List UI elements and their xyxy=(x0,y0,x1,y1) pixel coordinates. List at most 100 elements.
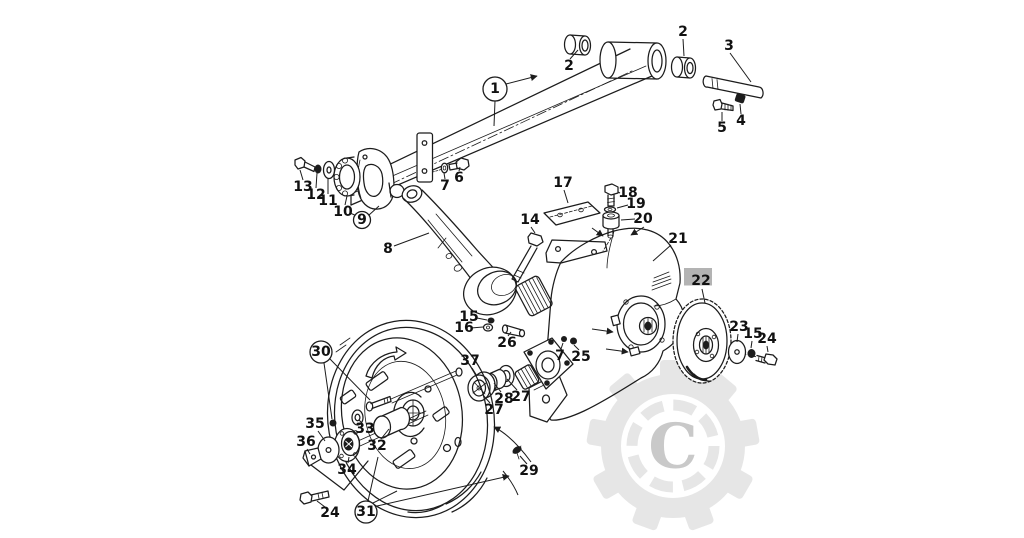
callout-25: 25 xyxy=(571,344,591,365)
callout-12: 12 xyxy=(306,172,326,203)
callout-30: 30 xyxy=(309,340,371,420)
part-number: 20 xyxy=(633,211,653,227)
callout-leader xyxy=(323,362,333,420)
callout-leader xyxy=(299,169,304,181)
nut-15-right-art xyxy=(747,349,756,358)
sprocket-art xyxy=(672,298,758,384)
part-number: 7 xyxy=(555,348,565,364)
bolt-14-art xyxy=(511,232,544,283)
upper-link-assembly-art xyxy=(350,34,764,206)
callout-7: 7 xyxy=(440,172,450,194)
part-number: 24 xyxy=(320,505,340,521)
nut-12-art xyxy=(314,164,322,174)
part-number: 36 xyxy=(296,434,315,450)
pin-26-art xyxy=(501,324,526,338)
part-number: 25 xyxy=(571,349,590,365)
part-number: 14 xyxy=(520,212,540,228)
callout-35: 35 xyxy=(305,416,326,442)
callout-leader xyxy=(347,456,350,464)
callout-6: 6 xyxy=(454,166,464,186)
part-number: 7 xyxy=(440,178,450,194)
callout-24: 24 xyxy=(757,331,777,353)
ring-16-art xyxy=(482,323,494,332)
callout-leader xyxy=(739,103,742,115)
highlight-box xyxy=(684,268,712,286)
callout-26: 26 xyxy=(497,331,517,351)
callout-leader xyxy=(470,326,484,329)
callout-leader xyxy=(380,428,390,440)
part-number: 28 xyxy=(494,391,513,407)
bolt-18-art xyxy=(604,183,619,207)
callout-circle xyxy=(309,340,333,364)
part-number: 31 xyxy=(356,504,375,520)
callout-2: 2 xyxy=(564,49,579,74)
bracket-plate-art xyxy=(416,132,434,183)
washer-7-art xyxy=(440,162,449,174)
nut-20-art xyxy=(602,211,620,239)
part-number: 21 xyxy=(668,231,687,247)
callout-leader xyxy=(306,448,311,455)
nut-7-mid-art xyxy=(561,336,567,342)
part-number: 11 xyxy=(318,193,337,209)
callout-31: 31 xyxy=(354,456,510,524)
part-number: 24 xyxy=(757,331,777,347)
part-number: 33 xyxy=(355,421,374,437)
part-number: 19 xyxy=(626,196,645,212)
part-number: 34 xyxy=(337,462,357,478)
callout-34: 34 xyxy=(337,456,357,478)
callout-leader xyxy=(393,232,430,247)
bushing-left-art xyxy=(563,34,592,56)
callout-leader xyxy=(317,430,326,442)
part-number: 30 xyxy=(311,344,331,360)
part-number: 12 xyxy=(306,187,325,203)
callout-leader xyxy=(493,100,496,127)
lower-arm-art xyxy=(401,185,517,316)
callout-leader xyxy=(652,244,672,262)
callout-leader xyxy=(560,342,564,350)
part-number: 6 xyxy=(454,170,464,186)
part-number: 32 xyxy=(367,438,386,454)
part-number: 16 xyxy=(454,320,473,336)
callout-15: 15 xyxy=(743,326,763,349)
callout-leader xyxy=(616,204,629,209)
callout-leader xyxy=(368,205,380,216)
callout-13: 13 xyxy=(293,169,313,195)
callout-16: 16 xyxy=(454,320,484,336)
bushing-right-art xyxy=(670,56,697,79)
callout-leader xyxy=(443,172,446,180)
bolt-6-art xyxy=(430,157,470,174)
callout-leader xyxy=(458,166,461,172)
callout-circle xyxy=(354,500,378,524)
part-number: 5 xyxy=(717,120,727,136)
nut-15-art xyxy=(487,317,495,324)
part-number: 4 xyxy=(736,113,746,129)
nut-25-art xyxy=(570,337,577,345)
part-number: 8 xyxy=(383,241,393,257)
callout-leader xyxy=(617,191,621,194)
callout-leader xyxy=(372,490,398,504)
callout-37: 37 xyxy=(460,353,480,377)
callout-11: 11 xyxy=(318,179,338,209)
part-number: 1 xyxy=(490,81,500,97)
part-number: 13 xyxy=(293,179,312,195)
part-number: 26 xyxy=(497,335,516,351)
gearbox-bracket-art xyxy=(545,239,608,264)
callout-leader xyxy=(569,49,579,60)
bolt-30-art xyxy=(365,395,392,412)
part-number: 17 xyxy=(553,175,572,191)
bolt-24-left-art xyxy=(299,490,330,505)
washer-19-art xyxy=(603,206,617,213)
part-number: 3 xyxy=(724,38,734,54)
part-number: 37 xyxy=(460,353,479,369)
callout-leader xyxy=(358,419,363,424)
callout-5: 5 xyxy=(717,112,727,136)
bolt-24-right-art xyxy=(755,353,778,366)
callout-circle xyxy=(482,76,508,102)
callout-leader xyxy=(476,317,488,321)
callout-14: 14 xyxy=(520,212,540,234)
watermark-gear: C xyxy=(586,360,760,531)
callout-8: 8 xyxy=(383,232,430,257)
callout-leader xyxy=(563,189,569,204)
